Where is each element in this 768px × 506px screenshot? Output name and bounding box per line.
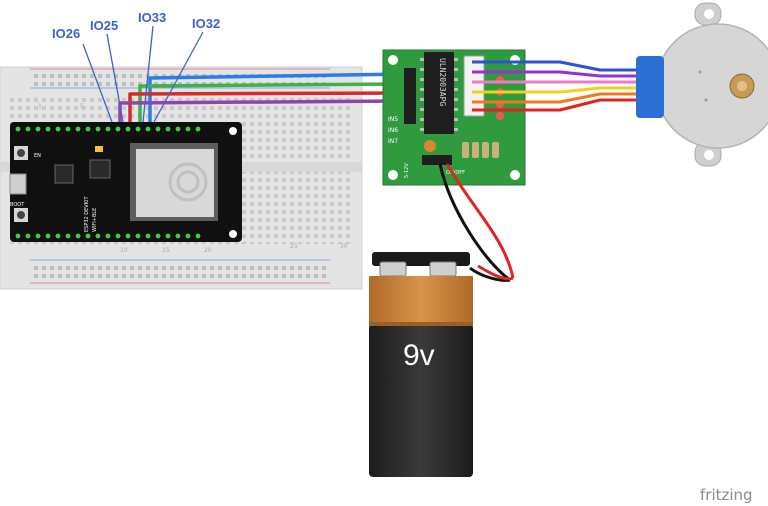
power-header — [422, 155, 452, 165]
esp32-board: EN BOOT ESP32 DEVKIT WIFI+BLE — [9, 122, 242, 242]
stepper-motor — [636, 2, 768, 167]
column-number: 10 — [120, 247, 128, 254]
battery-9v: 9v — [369, 252, 473, 477]
column-number: 15 — [162, 247, 170, 254]
led-indicator — [95, 146, 103, 152]
switch-label: ON/OFF — [446, 170, 465, 176]
boot-label: BOOT — [10, 202, 25, 208]
pin-label-io26: IO26 — [52, 26, 80, 41]
usb-port — [9, 173, 27, 195]
battery-leads — [438, 163, 515, 282]
esp32-name-line2: WIFI+BLE — [92, 208, 98, 232]
input-header — [404, 68, 416, 124]
power-label: 5-12V — [404, 163, 410, 178]
pin-labels: IO26 IO25 IO33 IO32 — [52, 10, 220, 41]
motor-wire-housing — [636, 56, 664, 118]
mount-hole-icon — [229, 127, 237, 135]
esp32-header-pins-top — [15, 126, 201, 132]
column-number: 30 — [340, 243, 348, 250]
usb-chip — [54, 164, 74, 184]
uln2003-chip — [424, 52, 454, 134]
motor-wire-red — [472, 98, 645, 112]
battery-terminal-positive — [379, 261, 407, 277]
column-number: 25 — [290, 243, 298, 250]
column-number: 20 — [204, 247, 212, 254]
motor-wire-purple — [472, 70, 645, 78]
pin-label-io25: IO25 — [90, 18, 118, 33]
esp32-header-pins-bottom — [15, 233, 201, 239]
chip-label: ULN2003APG — [438, 58, 447, 106]
pin-label-io33: IO33 — [138, 10, 166, 25]
pin-leader-lines — [82, 25, 204, 123]
uln2003-driver-board: ULN2003APG IN5 IN6 IN7 5-12V ON/OFF — [382, 49, 526, 186]
pin-label-io32: IO32 — [192, 16, 220, 31]
motor-connector — [463, 55, 485, 117]
regulator-chip — [89, 159, 111, 179]
en-label: EN — [34, 153, 41, 159]
esp32-name-line1: ESP32 DEVKIT — [84, 196, 90, 232]
resistors — [462, 142, 499, 158]
input-label-in7: IN7 — [388, 138, 398, 145]
motor-wire-yellow — [472, 86, 645, 94]
motor-wire-orange — [472, 92, 645, 104]
battery-lead-black — [438, 163, 511, 282]
input-label-in5: IN5 — [388, 116, 398, 123]
fritzing-logo: fritzing — [700, 486, 753, 504]
input-label-in6: IN6 — [388, 127, 398, 134]
battery-terminal-negative — [429, 261, 457, 277]
column-number: 1 — [38, 103, 42, 110]
motor-wires — [472, 60, 645, 112]
antenna-logo-icon — [168, 162, 208, 202]
column-number: 5 — [80, 103, 84, 110]
motor-wire-blue — [472, 60, 645, 72]
breadboard-column-numbers: 1 5 10 15 20 25 30 — [38, 103, 348, 254]
mount-hole-icon — [229, 230, 237, 238]
battery-lead-red — [445, 163, 515, 279]
battery-label: 9v — [403, 339, 435, 372]
